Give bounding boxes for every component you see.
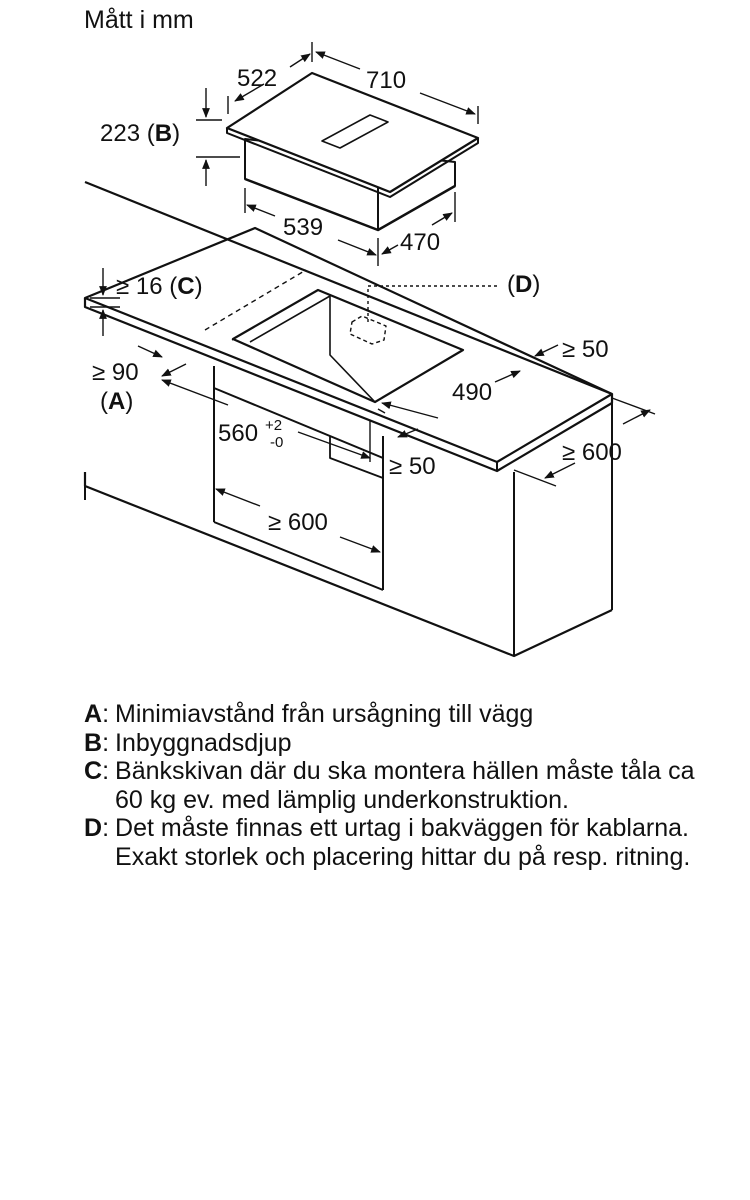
- dim-worktop-depth-min: ≥ 600: [562, 439, 622, 466]
- dim-cutout-width: 539: [283, 214, 323, 241]
- worktop-dimensions: [90, 268, 656, 553]
- page-title: Mått i mm: [84, 6, 194, 34]
- dim-front-min: ≥ 90: [92, 359, 139, 386]
- legend-item: D: Det måste finnas ett urtag i bakvägge…: [84, 814, 704, 871]
- dim-cutout-length: 560: [218, 420, 258, 447]
- legend-key: D: [84, 814, 103, 842]
- socket-cutout: [349, 315, 387, 345]
- legend-text: Det måste finnas ett urtag i bakväggen f…: [115, 814, 691, 871]
- legend-text: Bänkskivan där du ska montera hällen mås…: [115, 757, 695, 814]
- dim-cabinet-width-min: ≥ 600: [268, 509, 328, 536]
- dim-cutout-depth: 470: [400, 229, 440, 256]
- vent-slot: [321, 114, 389, 149]
- dim-worktop-thickness: ≥ 16 (C): [116, 273, 203, 300]
- legend-text: Minimiavstånd från ursågning till vägg: [115, 700, 534, 728]
- legend-item: B: Inbyggnadsdjup: [84, 729, 704, 758]
- label-socket: (D): [507, 271, 540, 298]
- dim-cutout-depth-2: 490: [452, 379, 492, 406]
- hob-dimensions: [196, 42, 479, 266]
- tolerance-plus: +2: [265, 417, 282, 434]
- dim-rear-min: ≥ 50: [562, 336, 609, 363]
- dim-hob-width: 710: [366, 67, 406, 94]
- legend-key: A: [84, 700, 103, 728]
- dim-installation-depth: 223 (B): [100, 120, 180, 147]
- dim-side-min: ≥ 50: [389, 453, 436, 480]
- legend-key: C: [84, 757, 103, 785]
- label-front-letter: (A): [100, 388, 133, 415]
- legend-item: C: Bänkskivan där du ska montera hällen …: [84, 757, 704, 814]
- worktop-drawing: [83, 180, 614, 658]
- legend: A: Minimiavstånd från ursågning till väg…: [84, 700, 704, 871]
- legend-text: Inbyggnadsdjup: [115, 728, 292, 757]
- hob-drawing: [225, 71, 480, 232]
- tolerance-minus: -0: [270, 434, 283, 451]
- dim-hob-depth: 522: [237, 65, 277, 92]
- legend-item: A: Minimiavstånd från ursågning till väg…: [84, 700, 704, 729]
- legend-key: B: [84, 728, 103, 757]
- installation-diagram: 522 710 223 (B) 539 470 ≥ 16 (C) (D) ≥ 5…: [83, 42, 656, 658]
